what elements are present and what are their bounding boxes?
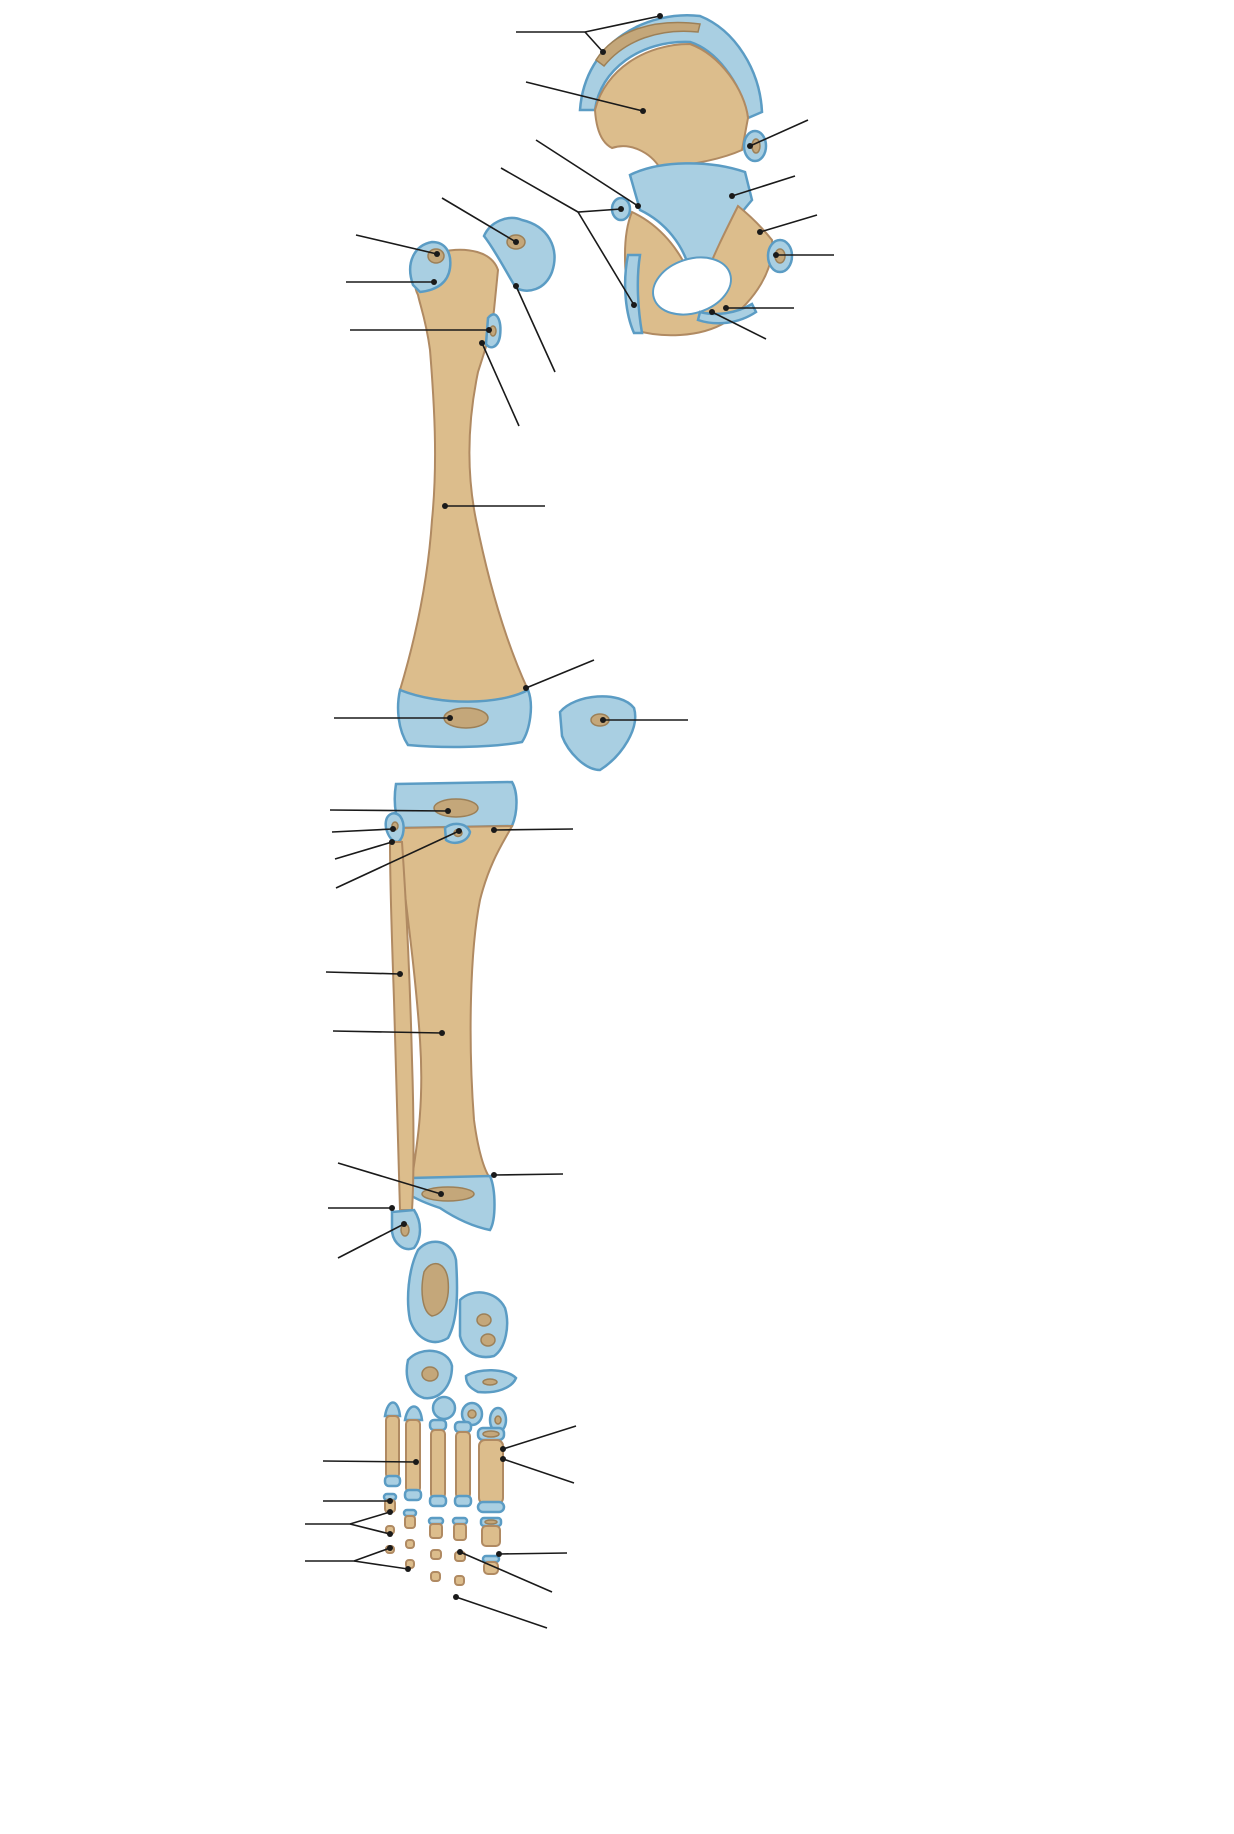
toe-1-proximal-base-center <box>484 1519 498 1525</box>
medial-cuneiform-center <box>494 1415 502 1425</box>
leader-line <box>516 13 663 55</box>
tibia-fibula <box>384 780 518 1251</box>
metatarsal-3-head <box>428 1494 448 1508</box>
ilium-body <box>593 42 750 170</box>
leader-line <box>525 81 646 114</box>
leader-line <box>500 1425 577 1452</box>
leader-line <box>709 309 767 340</box>
metatarsal-4-head <box>403 1488 423 1502</box>
metatarsal-2-head <box>453 1494 473 1508</box>
leader-line <box>331 826 396 833</box>
distal-tibia-cartilage <box>408 1174 496 1232</box>
foot <box>382 1240 518 1586</box>
leader-lines <box>305 13 834 1629</box>
leader-line <box>334 839 395 860</box>
metatarsal-5-base <box>383 1401 402 1418</box>
leader-line <box>491 827 574 833</box>
iliac-crest-ossification-center <box>594 21 701 68</box>
metatarsal-5-head <box>383 1474 402 1488</box>
tibia-shaft <box>398 824 514 1179</box>
leader-line <box>523 659 595 691</box>
intermediate-cuneiform-center <box>467 1409 477 1419</box>
metatarsal-1-base-center <box>482 1430 500 1438</box>
leader-line <box>773 252 834 258</box>
talus-center-2 <box>480 1333 496 1347</box>
leader-line <box>335 828 462 889</box>
phalanges <box>382 1492 503 1586</box>
patella <box>558 695 637 772</box>
femoral-head-cartilage <box>482 216 556 292</box>
metatarsal-3-shaft <box>430 1429 446 1499</box>
leader-line <box>328 1205 395 1211</box>
toe-4-proximal <box>404 1515 416 1529</box>
distal-tibia-center <box>421 1186 475 1202</box>
leader-line <box>479 340 520 427</box>
femur-shaft <box>398 248 530 703</box>
metatarsal-2-base <box>453 1420 473 1434</box>
leader-line <box>325 971 403 977</box>
patella-cartilage <box>558 695 637 772</box>
metatarsal-1-shaft <box>478 1439 504 1505</box>
metatarsal-2-shaft <box>455 1431 471 1499</box>
metatarsal-4-base <box>403 1405 424 1422</box>
leader-line <box>350 327 492 333</box>
leader-line <box>496 1551 568 1557</box>
leader-line <box>346 279 437 285</box>
leader-line <box>757 214 818 235</box>
leader-line <box>323 1498 393 1504</box>
pubic-tubercle-center <box>751 138 761 154</box>
toe-3-middle <box>430 1549 442 1560</box>
leader-line <box>457 1549 553 1593</box>
leader-line <box>337 1221 407 1259</box>
leader-line <box>442 503 545 509</box>
metatarsal-1-head <box>476 1500 506 1514</box>
toe-2-proximal <box>453 1523 467 1541</box>
leader-line <box>332 1030 445 1036</box>
toe-1-proximal <box>481 1525 501 1547</box>
leader-line <box>747 119 809 149</box>
leader-line <box>600 717 688 723</box>
talus-center-1 <box>476 1313 492 1327</box>
proximal-tibia-center <box>433 798 479 818</box>
leader-line <box>305 1509 393 1537</box>
leader-line <box>305 1545 411 1572</box>
leader-line <box>535 139 641 209</box>
leader-line <box>491 1172 564 1178</box>
ischial-tuberosity-cartilage <box>623 253 644 335</box>
metatarsal-4-shaft <box>405 1419 421 1493</box>
metatarsals <box>383 1401 506 1514</box>
leader-line <box>500 1456 575 1484</box>
lateral-cuneiform-cartilage <box>431 1395 457 1421</box>
leader-line <box>513 283 556 373</box>
cuboid-center <box>421 1366 439 1382</box>
leader-line <box>723 305 794 311</box>
navicular-center <box>482 1378 498 1386</box>
leader-line <box>729 175 796 199</box>
leader-line <box>322 1459 419 1465</box>
leader-line <box>441 197 519 245</box>
calcaneus-center <box>421 1262 450 1317</box>
leader-line <box>500 167 637 308</box>
leader-line <box>329 808 451 814</box>
femur <box>396 216 556 749</box>
hip-bone <box>578 14 794 337</box>
leader-line <box>453 1594 548 1629</box>
leader-line <box>337 1162 444 1197</box>
metatarsal-5-shaft <box>385 1415 400 1479</box>
leader-line <box>334 715 453 721</box>
leader-line <box>355 234 440 257</box>
toe-4-middle <box>405 1539 415 1549</box>
metatarsal-3-base <box>428 1418 448 1432</box>
toe-3-distal <box>430 1571 441 1582</box>
toe-2-distal <box>454 1575 465 1586</box>
toe-3-proximal <box>429 1523 443 1539</box>
